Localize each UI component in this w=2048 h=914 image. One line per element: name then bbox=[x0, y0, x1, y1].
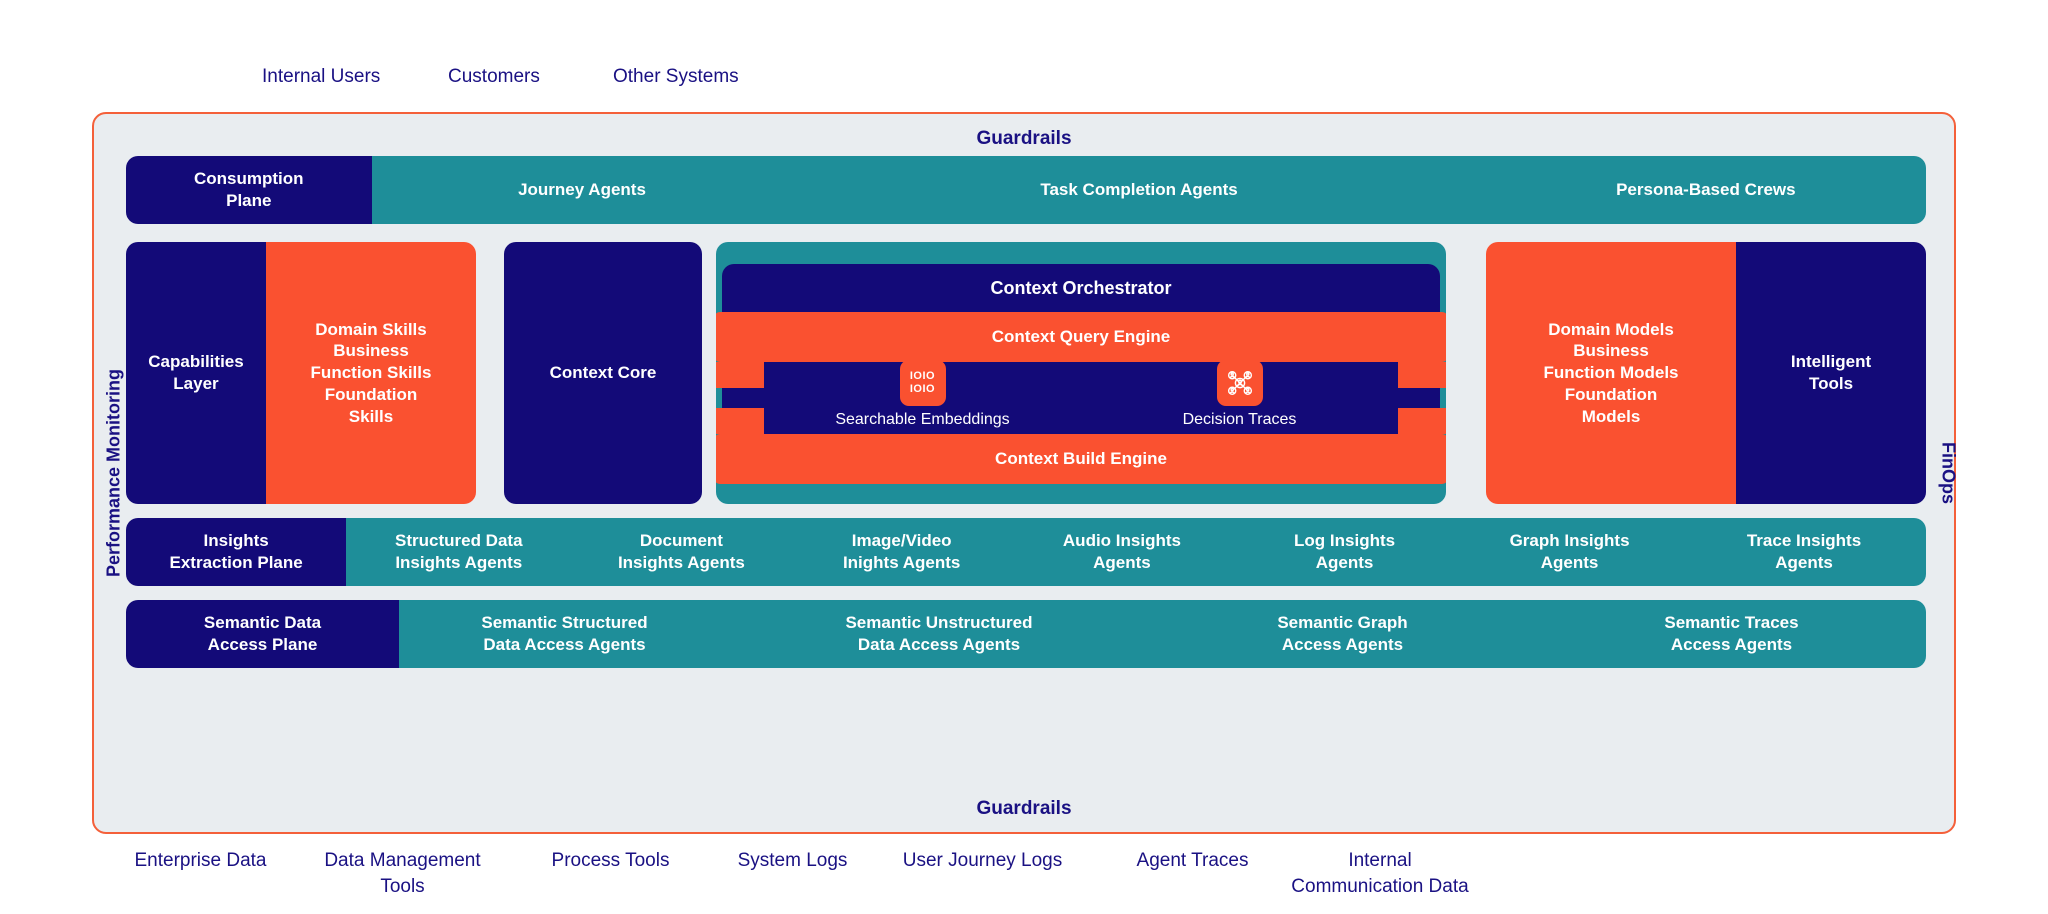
consumption-cell-3[interactable]: Task Completion Agents bbox=[792, 156, 1486, 224]
orchestrator-title: Context Orchestrator bbox=[990, 278, 1172, 298]
top-actor-2: Customers bbox=[448, 66, 540, 87]
decision-traces-caption: Decision Traces bbox=[1182, 411, 1297, 428]
decision-traces-item[interactable]: Decision Traces bbox=[1130, 360, 1350, 429]
source-label-3: Process Tools bbox=[551, 850, 670, 871]
query-engine-notch-mask bbox=[764, 362, 1398, 388]
source-label-1: Enterprise Data bbox=[134, 850, 267, 871]
finops-rail: FinOps bbox=[1938, 442, 1959, 504]
source-label-6: Agent Traces bbox=[1136, 850, 1249, 871]
searchable-embeddings-caption: Searchable Embeddings bbox=[835, 411, 1010, 428]
consumption-cell-2[interactable]: Journey Agents bbox=[371, 156, 793, 224]
context-core-box: Context Core bbox=[504, 242, 702, 504]
guardrails-bottom-label: Guardrails bbox=[976, 798, 1072, 819]
top-actor-3: Other Systems bbox=[613, 66, 739, 87]
top-actor-1: Internal Users bbox=[262, 66, 381, 87]
context-build-engine: Context Build Engine bbox=[716, 434, 1446, 484]
decision-traces-icon bbox=[1216, 360, 1263, 406]
platform-frame: Guardrails Performance Monitoring FinOps… bbox=[92, 112, 1959, 834]
performance-monitoring-rail: Performance Monitoring bbox=[103, 368, 124, 578]
model-item-1[interactable]: Domain Models bbox=[1548, 319, 1674, 339]
skill-item-1[interactable]: Domain Skills bbox=[315, 319, 427, 339]
orchestrator-inner: Context Orchestrator Context Query Engin… bbox=[716, 264, 1446, 484]
top-actor-labels: Internal Users Customers Other Systems bbox=[0, 62, 2048, 92]
context-core-label: Context Core bbox=[504, 242, 702, 504]
source-label-4: System Logs bbox=[737, 850, 848, 871]
consumption-cell-4[interactable]: Persona-Based Crews bbox=[1485, 156, 1926, 224]
context-orchestrator-box: Context Orchestrator Context Query Engin… bbox=[716, 242, 1446, 504]
source-label-5: User Journey Logs bbox=[902, 850, 1063, 871]
guardrails-top-label: Guardrails bbox=[976, 128, 1072, 149]
context-query-engine: Context Query Engine bbox=[716, 312, 1446, 362]
build-engine-notch-mask bbox=[764, 408, 1398, 434]
